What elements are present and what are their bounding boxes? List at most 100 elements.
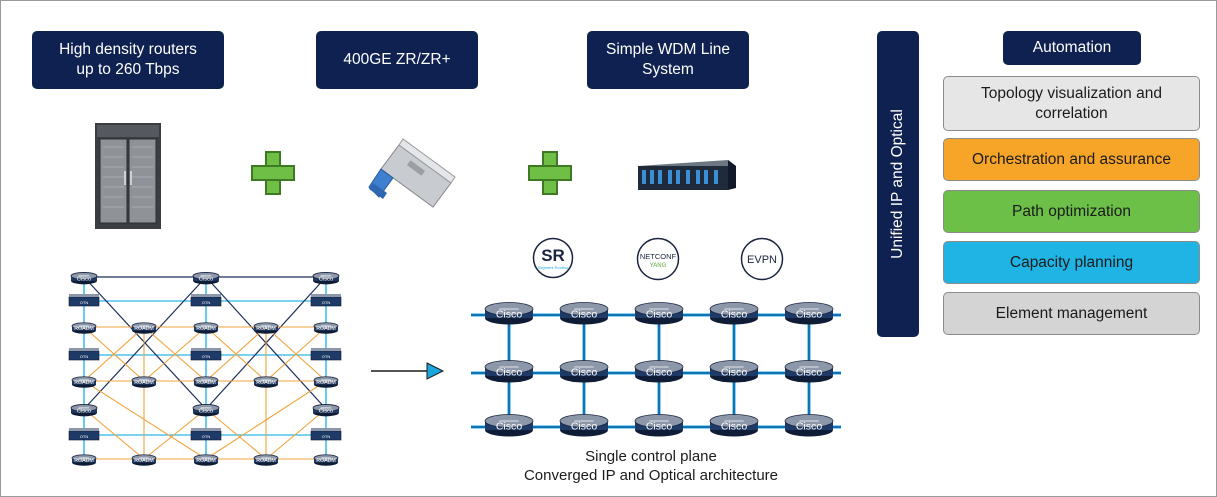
legacy-otn-top-2: OTN bbox=[310, 294, 342, 307]
legacy-roadm-c-1: ROADM bbox=[193, 454, 219, 466]
svg-text:Cisco: Cisco bbox=[796, 366, 823, 378]
legacy-roadm-a-2: ROADM bbox=[313, 322, 339, 334]
svg-text:ROADM: ROADM bbox=[256, 380, 276, 386]
svg-text:Cisco: Cisco bbox=[571, 308, 598, 320]
svg-text:ROADM: ROADM bbox=[74, 458, 94, 464]
legacy-otn-top-0: OTN bbox=[68, 294, 100, 307]
legacy-mid-roadm-c-1: ROADM bbox=[253, 454, 279, 466]
svg-text:ROADM: ROADM bbox=[196, 326, 216, 332]
legacy-otn-low-2: OTN bbox=[310, 428, 342, 441]
legacy-roadm-c-0: ROADM bbox=[71, 454, 97, 466]
converged-router-2-2: Cisco bbox=[634, 414, 684, 437]
svg-text:Cisco: Cisco bbox=[721, 308, 748, 320]
sr-logo: SR Segment Routing bbox=[532, 237, 574, 279]
automation-path-optimization: Path optimization bbox=[943, 190, 1200, 233]
converged-router-2-1: Cisco bbox=[559, 414, 609, 437]
legacy-router-1: Cisco bbox=[192, 272, 220, 285]
svg-text:Cisco: Cisco bbox=[721, 420, 748, 432]
svg-text:Cisco: Cisco bbox=[199, 408, 213, 414]
legacy-nodes: CiscoOTNROADMOTNROADMCiscoOTNROADMCiscoO… bbox=[68, 272, 342, 466]
legacy-mid-roadm-b-0: ROADM bbox=[131, 376, 157, 388]
svg-text:ROADM: ROADM bbox=[256, 326, 276, 332]
legacy-router-low-2: Cisco bbox=[312, 404, 340, 417]
legacy-mid-roadm-a-1: ROADM bbox=[253, 322, 279, 334]
svg-text:ROADM: ROADM bbox=[316, 380, 336, 386]
svg-text:OTN: OTN bbox=[80, 300, 89, 305]
unified-ip-optical-banner: Unified IP and Optical bbox=[877, 31, 919, 337]
converged-router-0-4: Cisco bbox=[784, 302, 834, 325]
evpn-logo: EVPN bbox=[740, 237, 784, 281]
svg-text:ROADM: ROADM bbox=[196, 458, 216, 464]
svg-text:Cisco: Cisco bbox=[646, 366, 673, 378]
converged-router-0-0: Cisco bbox=[484, 302, 534, 325]
svg-text:ROADM: ROADM bbox=[256, 458, 276, 464]
svg-text:Cisco: Cisco bbox=[571, 420, 598, 432]
unified-ip-optical-label: Unified IP and Optical bbox=[889, 109, 906, 259]
svg-text:ROADM: ROADM bbox=[196, 380, 216, 386]
converged-router-2-3: Cisco bbox=[709, 414, 759, 437]
converged-router-0-1: Cisco bbox=[559, 302, 609, 325]
header-box-wdm: Simple WDM Line System bbox=[587, 31, 749, 89]
svg-text:Cisco: Cisco bbox=[496, 308, 523, 320]
svg-text:Cisco: Cisco bbox=[77, 408, 91, 414]
legacy-roadm-b-1: ROADM bbox=[193, 376, 219, 388]
transition-arrow bbox=[371, 362, 445, 380]
header-box-zr: 400GE ZR/ZR+ bbox=[316, 31, 478, 89]
svg-text:OTN: OTN bbox=[202, 300, 211, 305]
svg-text:Cisco: Cisco bbox=[496, 420, 523, 432]
svg-text:Cisco: Cisco bbox=[646, 308, 673, 320]
automation-topology-visualization: Topology visualization and correlation bbox=[943, 76, 1200, 131]
svg-text:Cisco: Cisco bbox=[721, 366, 748, 378]
converged-router-2-4: Cisco bbox=[784, 414, 834, 437]
legacy-mid-roadm-a-0: ROADM bbox=[131, 322, 157, 334]
converged-router-1-3: Cisco bbox=[709, 360, 759, 383]
svg-text:Cisco: Cisco bbox=[496, 366, 523, 378]
svg-text:Cisco: Cisco bbox=[319, 276, 333, 282]
svg-text:ROADM: ROADM bbox=[74, 380, 94, 386]
svg-text:ROADM: ROADM bbox=[316, 458, 336, 464]
converged-router-2-0: Cisco bbox=[484, 414, 534, 437]
legacy-roadm-b-0: ROADM bbox=[71, 376, 97, 388]
router-chassis-image bbox=[95, 123, 161, 229]
legacy-roadm-b-2: ROADM bbox=[313, 376, 339, 388]
sr-logo-main: SR bbox=[541, 246, 565, 265]
automation-orchestration: Orchestration and assurance bbox=[943, 138, 1200, 181]
legacy-router-0: Cisco bbox=[70, 272, 98, 285]
svg-text:OTN: OTN bbox=[322, 434, 331, 439]
legacy-otn-top-1: OTN bbox=[190, 294, 222, 307]
legacy-roadm-a-1: ROADM bbox=[193, 322, 219, 334]
evpn-logo-main: EVPN bbox=[747, 254, 777, 266]
svg-text:ROADM: ROADM bbox=[134, 458, 154, 464]
automation-element-management: Element management bbox=[943, 292, 1200, 335]
legacy-otn-mid-1: OTN bbox=[190, 348, 222, 361]
netconf-logo-sub: YANG bbox=[650, 263, 667, 269]
legacy-router-2: Cisco bbox=[312, 272, 340, 285]
header-box-routers: High density routers up to 260 Tbps bbox=[32, 31, 224, 89]
svg-text:Cisco: Cisco bbox=[646, 420, 673, 432]
caption-line-2: Converged IP and Optical architecture bbox=[523, 467, 779, 484]
legacy-network-diagram: CiscoOTNROADMOTNROADMCiscoOTNROADMCiscoO… bbox=[68, 272, 342, 466]
legacy-router-low-0: Cisco bbox=[70, 404, 98, 417]
legacy-router-low-1: Cisco bbox=[192, 404, 220, 417]
svg-text:OTN: OTN bbox=[322, 354, 331, 359]
caption-line-1: Single control plane bbox=[585, 448, 717, 465]
legacy-mid-roadm-b-1: ROADM bbox=[253, 376, 279, 388]
netconf-yang-logo: NETCONF YANG bbox=[636, 237, 680, 281]
plus-icon-1 bbox=[251, 151, 295, 195]
svg-text:Cisco: Cisco bbox=[796, 420, 823, 432]
svg-text:Cisco: Cisco bbox=[796, 308, 823, 320]
svg-text:OTN: OTN bbox=[202, 354, 211, 359]
wdm-shelf-image bbox=[638, 160, 736, 190]
svg-text:ROADM: ROADM bbox=[316, 326, 336, 332]
converged-router-1-1: Cisco bbox=[559, 360, 609, 383]
svg-text:OTN: OTN bbox=[322, 300, 331, 305]
converged-router-1-0: Cisco bbox=[484, 360, 534, 383]
converged-router-0-2: Cisco bbox=[634, 302, 684, 325]
legacy-otn-mid-2: OTN bbox=[310, 348, 342, 361]
svg-text:OTN: OTN bbox=[202, 434, 211, 439]
legacy-roadm-a-0: ROADM bbox=[71, 322, 97, 334]
legacy-otn-low-1: OTN bbox=[190, 428, 222, 441]
svg-text:Cisco: Cisco bbox=[571, 366, 598, 378]
